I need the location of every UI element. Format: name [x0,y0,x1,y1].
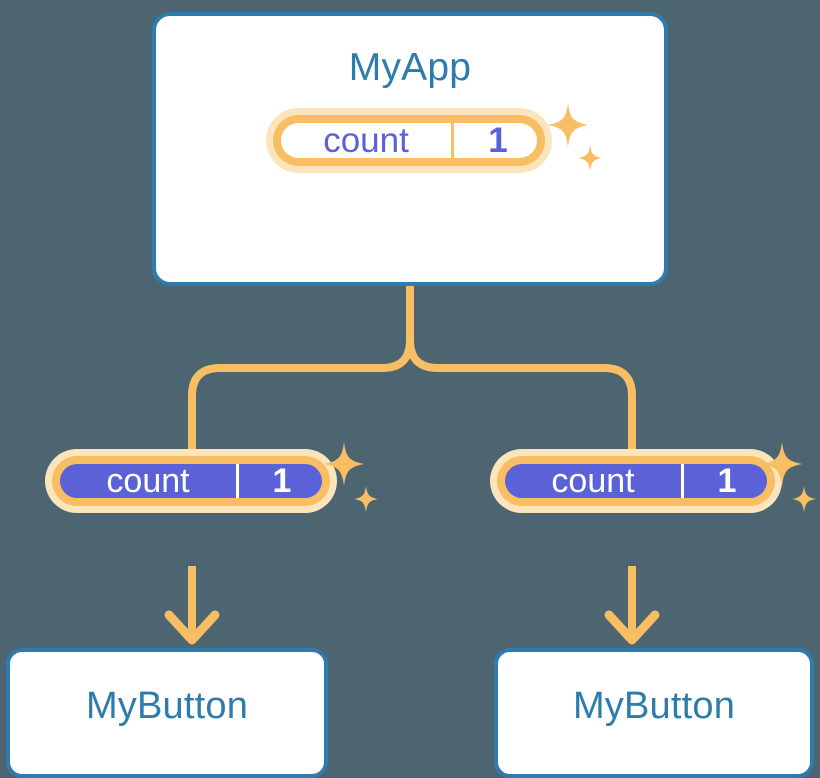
state-pill-body: count 1 [60,464,322,498]
state-pill-outer-ring: count 1 [45,449,337,513]
state-pill-inner-ring: count 1 [273,115,545,166]
state-key-label: count [551,464,635,498]
component-title-myapp: MyApp [348,46,472,89]
state-pill-outer-ring: count 1 [266,108,552,173]
state-pill-right[interactable]: count 1 [490,449,782,575]
state-key-label: count [323,123,409,158]
connector-arrow-left-head [164,610,220,645]
state-pill-inner-ring: count 1 [52,456,330,506]
connector-arrow-right-head [604,610,660,645]
state-pill-body: count 1 [281,123,537,158]
component-card-mybutton-right[interactable]: MyButton [494,648,814,778]
state-value-label: 1 [681,464,767,498]
state-value-label: 1 [451,123,537,158]
component-title-mybutton-right: MyButton [572,684,736,727]
state-pill-body: count 1 [505,464,767,498]
component-title-mybutton-left: MyButton [85,684,249,727]
state-pill-inner-ring: count 1 [497,456,775,506]
state-pill-left[interactable]: count 1 [45,449,337,575]
state-value-label: 1 [236,464,322,498]
connector-branch-right [406,339,636,500]
component-card-mybutton-left[interactable]: MyButton [6,648,328,778]
state-pill-myapp[interactable]: count 1 [266,108,552,232]
state-pill-outer-ring: count 1 [490,449,782,513]
state-key-label: count [106,464,190,498]
connector-branch-left [188,339,414,500]
